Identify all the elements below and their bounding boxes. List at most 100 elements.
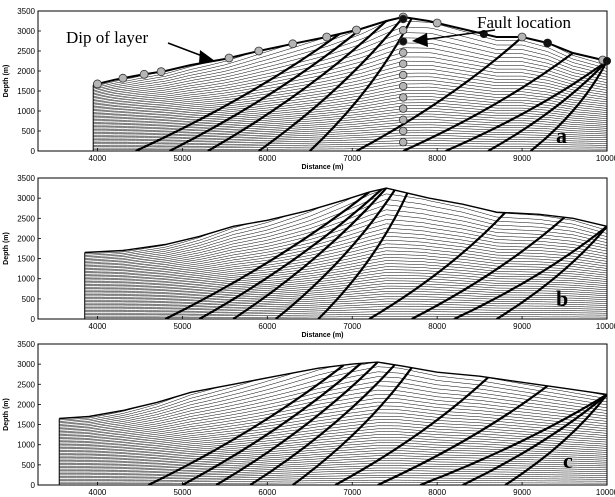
layer-line xyxy=(59,462,607,473)
x-tick-label: 4000 xyxy=(89,154,107,163)
x-tick-label: 10000 xyxy=(596,488,615,497)
layer-line xyxy=(93,42,607,103)
y-tick-label: 2000 xyxy=(17,400,35,409)
well-marker xyxy=(398,37,408,46)
fault-trace xyxy=(275,189,396,319)
well-marker xyxy=(398,81,408,91)
layer-line xyxy=(59,479,607,483)
layer-line xyxy=(93,137,607,145)
fault-trace xyxy=(453,225,607,319)
x-axis-label: Distance (m) xyxy=(301,164,343,171)
x-tick-label: 4000 xyxy=(89,322,107,331)
x-tick-label: 9000 xyxy=(513,322,531,331)
layer-line xyxy=(93,121,607,136)
layer-line xyxy=(59,385,607,437)
fault-trace xyxy=(355,36,523,151)
x-tick-label: 9000 xyxy=(513,488,531,497)
layer-line xyxy=(59,362,607,429)
fault-trace xyxy=(317,192,409,319)
y-tick-label: 2500 xyxy=(17,380,35,389)
well-marker xyxy=(398,59,408,68)
fault-trace xyxy=(164,191,370,319)
layer-line xyxy=(59,445,607,463)
layer-line xyxy=(59,371,607,432)
layer-line xyxy=(93,124,607,137)
layer-line xyxy=(59,381,607,435)
layer-line xyxy=(84,288,607,302)
surface-marker xyxy=(254,46,264,56)
fault-trace xyxy=(249,364,396,485)
surface-marker xyxy=(543,39,552,47)
layer-line xyxy=(84,209,607,269)
layer-line xyxy=(59,422,607,451)
layer-line xyxy=(84,199,607,266)
well-marker xyxy=(398,126,408,136)
layer-line xyxy=(93,47,607,104)
layer-line xyxy=(93,26,607,99)
layer-line xyxy=(84,232,607,276)
fault-trace xyxy=(198,188,383,319)
y-tick-label: 3000 xyxy=(17,194,35,203)
layer-line xyxy=(84,188,607,263)
layer-line xyxy=(84,298,607,308)
layer-line xyxy=(59,409,607,445)
y-tick-label: 3500 xyxy=(17,174,35,183)
layer-line xyxy=(84,293,607,305)
layer-line xyxy=(59,425,607,453)
x-tick-label: 6000 xyxy=(258,488,276,497)
layer-line xyxy=(84,275,607,295)
surface-marker xyxy=(93,79,102,89)
fault-arrowhead xyxy=(412,33,428,47)
layer-line xyxy=(84,253,607,285)
x-tick-label: 8000 xyxy=(428,488,446,497)
layer-line xyxy=(59,439,607,460)
layer-line xyxy=(84,269,607,292)
fault-trace xyxy=(445,60,607,151)
fault-trace xyxy=(232,188,388,319)
layer-line xyxy=(93,96,607,123)
layer-line xyxy=(59,431,607,455)
x-axis-label: Distance (m) xyxy=(301,332,343,339)
fault-trace xyxy=(462,393,607,485)
fault-trace xyxy=(419,393,607,485)
y-tick-label: 3500 xyxy=(17,340,35,349)
layer-line xyxy=(93,90,607,120)
y-tick-label: 500 xyxy=(22,461,36,470)
fault-trace xyxy=(292,367,413,485)
well-marker xyxy=(398,137,408,147)
x-tick-label: 7000 xyxy=(343,154,361,163)
y-tick-label: 3000 xyxy=(17,360,35,369)
y-tick-label: 3500 xyxy=(17,7,35,16)
y-tick-label: 500 xyxy=(22,127,36,136)
x-tick-label: 6000 xyxy=(258,322,276,331)
layer-line xyxy=(93,69,607,112)
layer-line xyxy=(93,76,607,114)
x-tick-label: 9000 xyxy=(513,154,531,163)
fault-trace xyxy=(529,60,607,151)
layer-line xyxy=(93,148,607,150)
surface-marker xyxy=(432,18,442,28)
x-tick-label: 10000 xyxy=(596,322,615,331)
layer-line xyxy=(84,223,607,274)
fault-trace xyxy=(147,364,345,485)
layer-line xyxy=(59,455,607,468)
axes-frame xyxy=(37,343,608,486)
well-marker xyxy=(398,14,408,24)
y-tick-label: 0 xyxy=(31,481,36,490)
layer-line xyxy=(59,398,607,441)
layer-line xyxy=(93,86,607,119)
layer-line xyxy=(84,260,607,288)
layer-line xyxy=(59,389,607,438)
layer-line xyxy=(59,447,607,464)
layer-line xyxy=(59,405,607,444)
y-tick-label: 2000 xyxy=(17,67,35,76)
y-tick-label: 3000 xyxy=(17,27,35,36)
x-tick-label: 7000 xyxy=(343,322,361,331)
y-axis-label: Depth (m) xyxy=(3,398,10,431)
layer-line xyxy=(93,37,607,102)
fault-trace xyxy=(215,362,379,485)
layer-line xyxy=(59,362,607,421)
